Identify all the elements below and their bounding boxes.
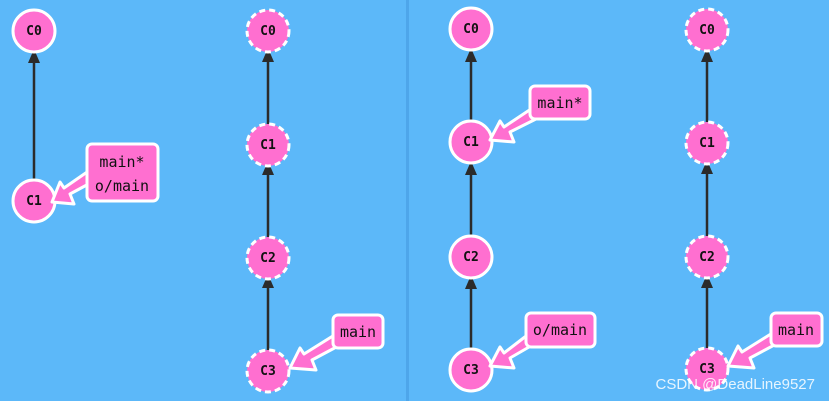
panel-3: C0 C1 C2 C3 main* o/main [448,6,597,393]
commit-node-c0: C0 [684,7,730,53]
commit-label: C0 [463,22,479,37]
panel-divider [406,0,409,401]
commit-label: C3 [699,362,715,377]
commit-label: C0 [26,24,42,39]
commit-label: C0 [699,23,715,38]
commit-node-c2: C2 [684,234,730,280]
commit-label: C1 [26,194,42,209]
commit-node-c0: C0 [11,8,57,54]
watermark-text: CSDN @DeadLine9527 [655,376,816,393]
commit-label: C2 [699,250,715,265]
commit-node-c2: C2 [448,234,494,280]
branch-tag-origin-main: o/main [488,311,597,370]
panel-2: C0 C1 C2 C3 main [245,8,385,394]
panel-1: C0 C1 main* o/main [11,8,160,224]
tag-line-main: main [778,321,814,339]
commit-node-c3: C3 [245,348,291,394]
commit-label: C0 [260,24,276,39]
commit-node-c2: C2 [245,235,291,281]
branch-tag-main: main [726,311,824,370]
commit-node-c0: C0 [448,6,494,52]
commit-label: C3 [463,363,479,378]
commit-node-c1: C1 [245,122,291,168]
commit-node-c3: C3 [684,346,730,392]
panel-4: C0 C1 C2 C3 main [684,7,824,392]
commit-node-c1: C1 [11,178,57,224]
commit-node-c3: C3 [448,347,494,393]
commit-node-c0: C0 [245,8,291,54]
commit-label: C1 [260,138,276,153]
commit-node-c1: C1 [448,119,494,165]
branch-tag-main: main* [488,84,592,144]
commit-label: C1 [699,136,715,151]
tag-line-origin: o/main [95,177,149,195]
tag-line-main: main [340,323,376,341]
commit-label: C2 [260,251,276,266]
commit-label: C1 [463,135,479,150]
tag-line-main: main* [99,153,144,171]
commit-label: C3 [260,364,276,379]
commit-label: C2 [463,250,479,265]
branch-tag-main: main [288,313,385,372]
commit-node-c1: C1 [684,120,730,166]
tag-line-main: main* [537,94,582,112]
branch-tag-main-origin: main* o/main [50,142,160,206]
tag-line-origin: o/main [533,321,587,339]
